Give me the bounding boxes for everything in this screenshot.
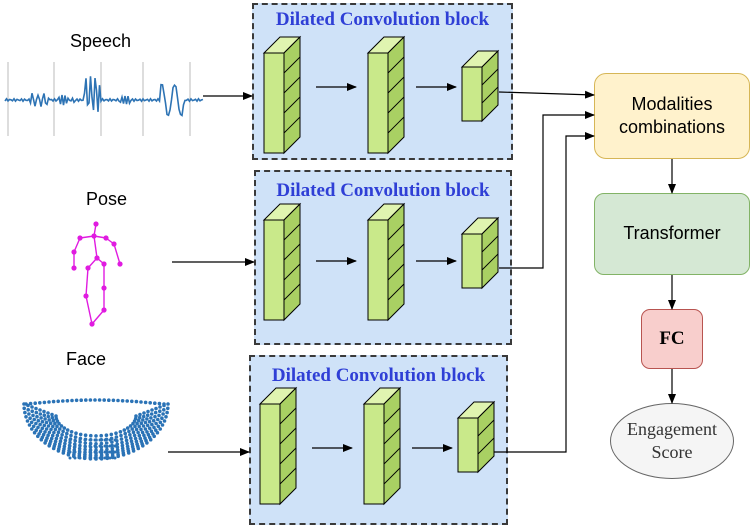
feature-map-cube-speech-2 <box>366 35 406 155</box>
block-title: Dilated Convolution block <box>271 365 486 386</box>
fc-label: FC <box>659 327 685 349</box>
speech-to-modalities-arrow <box>498 90 595 99</box>
feature-map-cube-face-2 <box>362 386 402 506</box>
feature-map-cube-pose-1 <box>262 202 302 322</box>
feature-map-cube-pose-2 <box>366 202 406 322</box>
feature-map-cube-speech-3 <box>460 49 500 123</box>
block-title: Dilated Convolution block <box>276 180 490 201</box>
feature-map-cube-pose-3 <box>460 216 500 290</box>
modalities-combinations-node: Modalities combinations <box>594 73 750 159</box>
engagement-score-node: Engagement Score <box>610 403 734 479</box>
feature-map-cube-face-1 <box>258 386 298 506</box>
speech-waveform-icon <box>4 62 204 136</box>
pose-skeleton-icon <box>71 221 123 327</box>
speech-label: Speech <box>70 31 132 51</box>
pose-to-modalities-arrow <box>499 111 595 269</box>
block-title: Dilated Convolution block <box>275 9 490 30</box>
modalities-label: Modalities combinations <box>618 93 726 137</box>
transformer-label: Transformer <box>623 223 721 244</box>
face-to-modalities-arrow <box>494 132 595 453</box>
feature-map-cube-face-3 <box>456 400 496 474</box>
feature-map-cube-speech-1 <box>262 35 302 155</box>
face-pointcloud-icon <box>22 398 170 461</box>
fc-node: FC <box>641 309 703 369</box>
face-label: Face <box>66 349 107 369</box>
pose-label: Pose <box>86 189 128 209</box>
transformer-node: Transformer <box>594 193 750 275</box>
engagement-label: Engagement Score <box>627 418 717 462</box>
